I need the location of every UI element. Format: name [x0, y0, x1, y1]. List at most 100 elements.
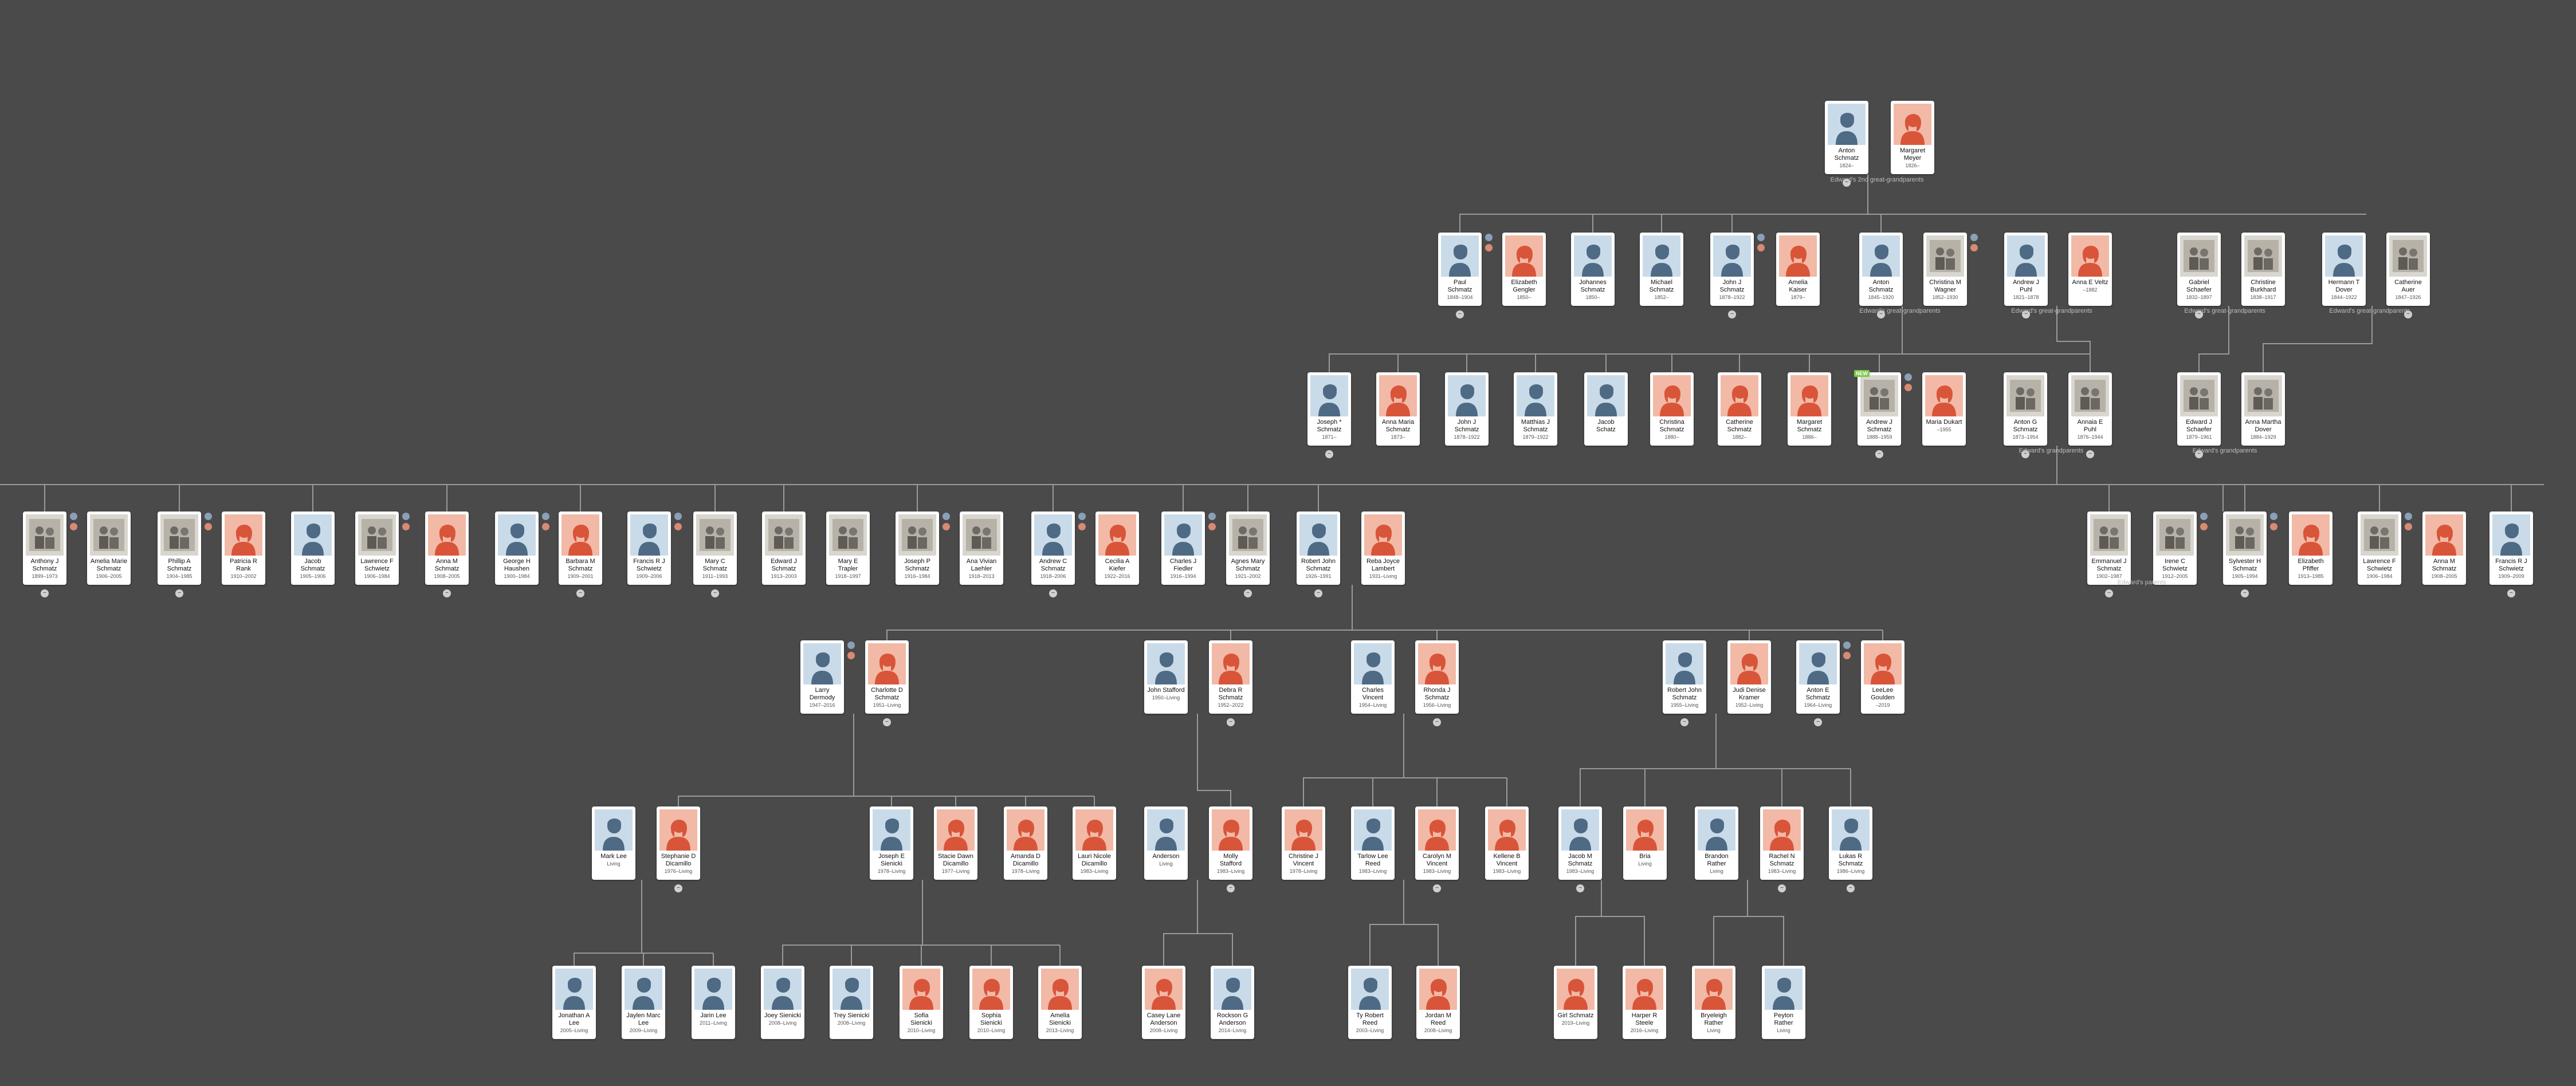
- record-hint-icon[interactable]: [1757, 234, 1765, 241]
- record-hint-icon[interactable]: [1843, 652, 1851, 659]
- expand-collapse-icon[interactable]: −: [2507, 589, 2515, 597]
- record-hint-icon[interactable]: [1208, 513, 1216, 520]
- expand-collapse-icon[interactable]: −: [711, 589, 719, 597]
- person-card[interactable]: LeeLee Goulden–2019: [1861, 640, 1904, 714]
- expand-collapse-icon[interactable]: −: [2021, 450, 2029, 458]
- expand-collapse-icon[interactable]: −: [2086, 450, 2094, 458]
- record-hint-icon[interactable]: [1904, 373, 1912, 381]
- record-hint-icon[interactable]: [402, 523, 410, 530]
- record-hint-icon[interactable]: [2270, 523, 2277, 530]
- record-hint-icon[interactable]: [2200, 513, 2208, 520]
- record-hint-icon[interactable]: [402, 513, 410, 520]
- record-hint-icon[interactable]: [2405, 513, 2412, 520]
- expand-collapse-icon[interactable]: −: [674, 884, 682, 892]
- record-hint-icon[interactable]: [542, 523, 549, 530]
- expand-collapse-icon[interactable]: −: [1728, 310, 1736, 318]
- person-card[interactable]: Jacob Schatz: [1584, 372, 1628, 446]
- expand-collapse-icon[interactable]: −: [1314, 589, 1322, 597]
- expand-collapse-icon[interactable]: −: [2241, 589, 2249, 597]
- expand-collapse-icon[interactable]: −: [2404, 310, 2412, 318]
- record-hint-icon[interactable]: [847, 652, 855, 659]
- expand-collapse-icon[interactable]: −: [2022, 310, 2030, 318]
- record-hint-icon[interactable]: [2270, 513, 2277, 520]
- expand-collapse-icon[interactable]: −: [2195, 310, 2203, 318]
- expand-collapse-icon[interactable]: −: [1433, 884, 1441, 892]
- expand-collapse-icon[interactable]: −: [1875, 450, 1883, 458]
- expand-collapse-icon[interactable]: −: [1049, 589, 1057, 597]
- expand-collapse-icon[interactable]: −: [1227, 884, 1235, 892]
- record-hint-icon[interactable]: [1843, 642, 1851, 649]
- expand-collapse-icon[interactable]: −: [1227, 718, 1235, 726]
- record-hint-icon[interactable]: [205, 513, 212, 520]
- expand-collapse-icon[interactable]: −: [1244, 589, 1252, 597]
- expand-collapse-icon[interactable]: −: [1456, 310, 1464, 318]
- record-hint-icon[interactable]: [1757, 244, 1765, 251]
- expand-collapse-icon[interactable]: −: [1843, 179, 1851, 187]
- expand-collapse-icon[interactable]: −: [443, 589, 451, 597]
- record-hint-icon[interactable]: [1970, 244, 1978, 251]
- record-hint-icon[interactable]: [70, 513, 77, 520]
- record-hint-icon[interactable]: [943, 513, 950, 520]
- expand-collapse-icon[interactable]: −: [1877, 310, 1885, 318]
- expand-collapse-icon[interactable]: −: [175, 589, 183, 597]
- record-hint-icon[interactable]: [205, 523, 212, 530]
- record-hint-icon[interactable]: [847, 642, 855, 649]
- record-hint-icon[interactable]: [674, 513, 682, 520]
- expand-collapse-icon[interactable]: −: [1778, 884, 1786, 892]
